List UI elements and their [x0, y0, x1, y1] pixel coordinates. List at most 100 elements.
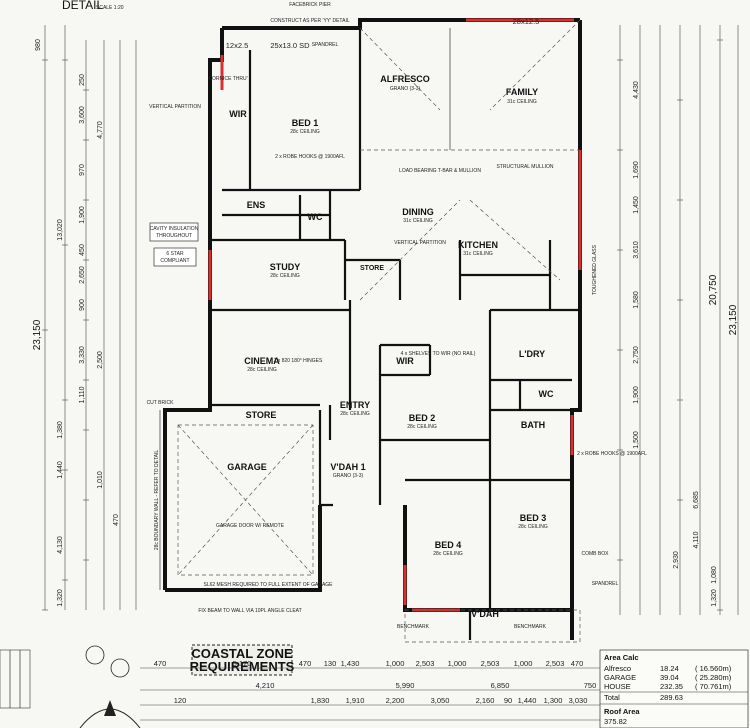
room-label-family: FAMILY	[506, 87, 538, 97]
room-ceiling-vdah1: GRANO (3-3)	[333, 473, 364, 479]
right-dimension-lines	[617, 25, 739, 615]
area-calc-table: Area Calc Alfresco 18.24 ( 16.560m) GARA…	[599, 649, 749, 728]
section-markers	[0, 645, 130, 709]
cavity-insulation-note: CAVITY INSULATION THROUGHOUT	[149, 222, 199, 242]
bdim-r3-4: 3,050	[431, 696, 450, 705]
area-row-garage-value: 39.04	[660, 673, 679, 682]
room-label-ens: ENS	[247, 200, 266, 210]
bdim-r1-5: 1,000	[386, 659, 405, 668]
dim-top-25x130: 25x13.0 SD	[270, 41, 310, 50]
room-label-wc1: WC	[308, 212, 323, 222]
bdim-r1-3: 130	[324, 659, 337, 668]
note-cut-brick: CUT BRICK	[147, 400, 175, 406]
bdim-r3-9: 3,030	[569, 696, 588, 705]
room-label-dining: DINING	[402, 207, 434, 217]
room-label-study: STUDY	[270, 262, 301, 272]
bdim-r3-3: 2,200	[386, 696, 405, 705]
area-row-house-label: HOUSE	[604, 682, 631, 691]
note-cornice: CORNICE THRU'	[208, 76, 247, 82]
note-star-line1: 6 STAR	[166, 251, 184, 257]
area-calc-title: Area Calc	[604, 653, 639, 662]
bdim-r2-2: 6,850	[491, 681, 510, 690]
garage-hatch	[159, 410, 314, 590]
room-label-vdah2: V'DAH	[471, 609, 499, 619]
room-label-bed2: BED 2	[409, 413, 436, 423]
window-markers	[208, 18, 582, 612]
area-row-total-label: Total	[604, 693, 620, 702]
room-label-ldry: L'DRY	[519, 349, 545, 359]
dim-overall-right-20750: 20,750	[708, 274, 719, 305]
dim-right-1690: 1,690	[633, 161, 640, 179]
room-vdah1: V'DAH 1 GRANO (3-3)	[330, 462, 365, 479]
room-ceiling-bed1: 28c CEILING	[290, 129, 320, 135]
note-cavity-line1: CAVITY INSULATION	[150, 226, 199, 232]
roof-area-value: 375.82	[604, 717, 627, 726]
dim-left-450: 450	[79, 244, 86, 256]
coastal-zone-line1: COASTAL ZONE	[191, 646, 293, 661]
dim-left-3600: 3,600	[79, 106, 86, 124]
room-label-bed4: BED 4	[435, 540, 462, 550]
north-arrow-icon	[79, 700, 141, 728]
interior-walls	[210, 28, 580, 610]
room-ceiling-study: 28c CEILING	[270, 273, 300, 279]
dim-overall-left: 23,150	[32, 319, 43, 350]
note-load-bearing: LOAD BEARING T-BAR & MULLION	[399, 168, 481, 174]
dim-left-3330: 3,330	[79, 346, 86, 364]
dim-right-1320: 1,320	[711, 589, 718, 607]
room-ceiling-dining: 31c CEILING	[403, 218, 433, 224]
area-row-garage-label: GARAGE	[604, 673, 636, 682]
room-ceiling-bed2: 28c CEILING	[407, 424, 437, 430]
area-row-alfresco-alt: ( 16.560m)	[695, 664, 732, 673]
room-label-vdah1: V'DAH 1	[330, 462, 365, 472]
room-label-bath: BATH	[521, 420, 545, 430]
room-cinema: CINEMA 28c CEILING	[244, 356, 280, 373]
bottom-dims-row2: 4,210 5,990 6,850 750	[256, 681, 597, 690]
dim-left-1320: 1,320	[57, 589, 64, 607]
room-label-alfresco: ALFRESCO	[380, 74, 430, 84]
dim-left-900: 900	[79, 299, 86, 311]
room-ceiling-kitchen: 31c CEILING	[463, 251, 493, 257]
bdim-r1-7: 1,000	[448, 659, 467, 668]
room-bed2: BED 2 28c CEILING	[407, 413, 437, 430]
bdim-r1-1: 5,170	[233, 659, 252, 668]
dim-left-1110: 1,110	[79, 386, 86, 403]
note-spandrel-right: SPANDREL	[592, 581, 619, 587]
dim-right-2930: 2,930	[673, 551, 680, 569]
room-study: STUDY 28c CEILING	[270, 262, 301, 279]
note-robe-hooks: 2 x ROBE HOOKS @ 1900AFL	[275, 154, 345, 160]
dim-right-3610: 3,610	[633, 241, 640, 259]
dim-left-970: 970	[79, 164, 86, 176]
bdim-r1-10: 2,503	[546, 659, 565, 668]
bdim-r1-0: 470	[154, 659, 167, 668]
bdim-r3-0: 120	[174, 696, 187, 705]
note-garage-door: GARAGE DOOR W/ REMOTE	[216, 523, 285, 529]
room-label-wc2: WC	[539, 389, 554, 399]
note-cavity-line2: THROUGHOUT	[156, 233, 192, 239]
bdim-r2-3: 750	[584, 681, 597, 690]
bdim-r2-0: 4,210	[256, 681, 275, 690]
dim-right-1080: 1,080	[711, 566, 718, 584]
note-structural-mullion: STRUCTURAL MULLION	[496, 164, 553, 170]
room-kitchen: KITCHEN 31c CEILING	[458, 240, 498, 257]
room-label-garage: GARAGE	[227, 462, 267, 472]
room-label-store2: STORE	[246, 410, 277, 420]
area-row-garage-alt: ( 25.280m)	[695, 673, 732, 682]
note-sl62: SL62 MESH REQUIRED TO FULL EXTENT OF GAR…	[203, 582, 333, 588]
note-spandrel-top: SPANDREL	[312, 42, 339, 48]
room-label-kitchen: KITCHEN	[458, 240, 498, 250]
dim-overall-right-23150: 23,150	[728, 304, 739, 335]
room-ceiling-alfresco: GRANO (3-3)	[390, 86, 421, 92]
six-star-note: 6 STAR COMPLIANT	[153, 247, 197, 267]
dim-right-6685: 6,685	[693, 491, 700, 509]
bdim-r1-11: 470	[571, 659, 584, 668]
area-row-alfresco-value: 18.24	[660, 664, 679, 673]
bdim-r3-6: 90	[504, 696, 512, 705]
dim-left-2650: 2,650	[79, 266, 86, 284]
dim-right-1500: 1,500	[633, 431, 640, 449]
plan-title: DETAIL	[62, 0, 103, 12]
room-label-wir1: WIR	[229, 109, 247, 119]
room-bed3: BED 3 28c CEILING	[518, 513, 548, 530]
dim-left-1900: 1,900	[79, 206, 86, 224]
bdim-r3-7: 1,440	[518, 696, 537, 705]
